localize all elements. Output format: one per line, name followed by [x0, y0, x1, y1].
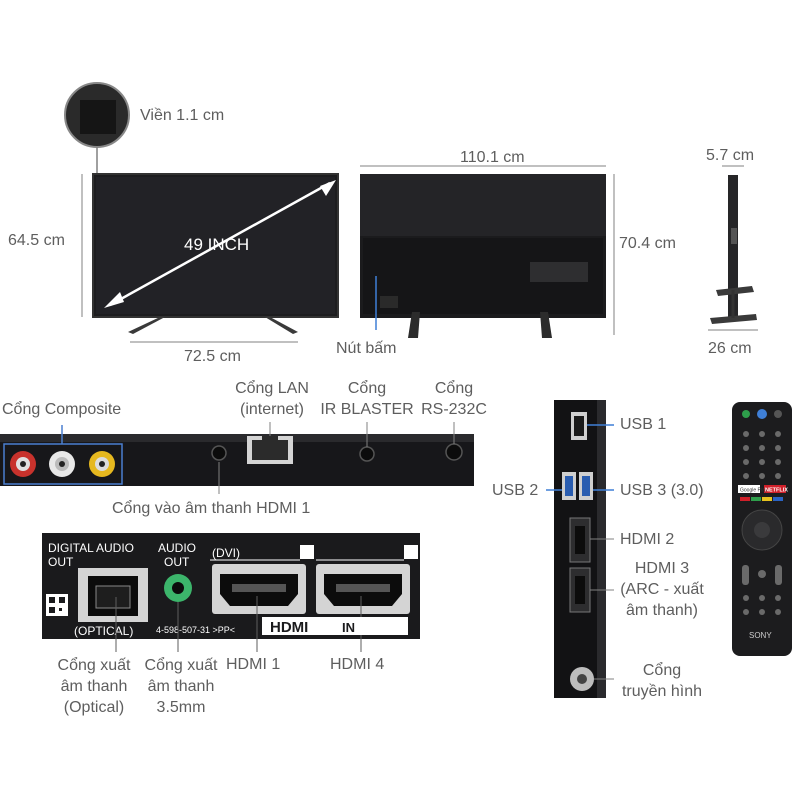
digital-out-print: OUT — [48, 555, 74, 569]
hdmi-logo-text: HDMI — [270, 619, 308, 636]
hdmi1-audio-in-jack — [211, 445, 227, 461]
hdmi1-label: HDMI 1 — [226, 656, 281, 673]
tv-front — [92, 173, 339, 334]
height-front-label: 64.5 cm — [8, 232, 65, 249]
rca-white-jack — [49, 451, 75, 477]
antenna-label: Cổng truyền hình — [621, 662, 703, 700]
svg-text:Google Play: Google Play — [740, 488, 768, 494]
optical-port — [78, 568, 148, 622]
audio-out-print: OUT — [164, 555, 190, 569]
audio-35-label: Cổng xuất âm thanh 3.5mm — [144, 657, 218, 716]
stand-width-label: 72.5 cm — [184, 348, 241, 365]
usb3-label: USB 3 (3.0) — [620, 482, 704, 499]
ir-label-2: IR BLASTER — [320, 401, 414, 418]
power-icon — [774, 410, 782, 418]
hdmi3-label: HDMI 3 (ARC - xuất âm thanh) — [620, 560, 704, 619]
hdmi1-audio-in-label: Cổng vào âm thanh HDMI 1 — [112, 500, 311, 517]
netflix-button — [764, 485, 786, 493]
rs232c-label-2: RS-232C — [421, 401, 487, 418]
antenna-port — [570, 667, 594, 691]
audio-out-jack — [164, 574, 192, 602]
screen-size-label: 49 INCH — [184, 235, 250, 254]
hdmi1-port — [212, 564, 306, 614]
hdmi4-port — [316, 564, 410, 614]
bezel-label: Viền 1.1 cm — [140, 107, 225, 124]
audio-print: AUDIO — [158, 541, 196, 555]
lan-port — [247, 436, 293, 464]
buttons-label: Nút bấm — [336, 340, 397, 357]
rear-port-strip — [0, 434, 474, 486]
lan-label-1: Cổng LAN — [235, 380, 309, 397]
width-label: 110.1 cm — [460, 149, 525, 166]
optical-label: Cổng xuất âm thanh (Optical) — [57, 657, 131, 716]
lan-label-2: (internet) — [239, 401, 305, 418]
google-play-button — [738, 485, 760, 493]
bezel-magnifier — [64, 82, 130, 173]
rs232c-label-1: Cổng — [434, 380, 474, 397]
tv-power-icon — [742, 410, 750, 418]
sony-logo: SONY — [749, 631, 772, 640]
rca-yellow-jack — [89, 451, 115, 477]
side-port-panel — [554, 400, 606, 698]
number-pad — [743, 431, 781, 479]
hdmi-logo-badge — [262, 617, 408, 635]
ir-label-1: Cổng — [347, 380, 387, 397]
usb2-label: USB 2 — [492, 482, 539, 499]
optical-print: (OPTICAL) — [74, 624, 133, 638]
height-back-label: 70.4 cm — [619, 235, 676, 252]
in-text: IN — [342, 620, 355, 635]
tv-back — [360, 174, 606, 338]
tv-side — [710, 175, 757, 324]
stand-depth-label: 26 cm — [708, 340, 752, 357]
depth-label: 5.7 cm — [706, 147, 755, 164]
mic-icon — [757, 409, 767, 419]
hdmi4-label: HDMI 4 — [330, 656, 385, 673]
composite-frame — [3, 443, 123, 485]
usb1-label: USB 1 — [620, 416, 667, 433]
remote-control: Google Play NETFLIX SONY — [732, 402, 792, 656]
hdmi2-port — [569, 517, 591, 563]
serial-print: 4-598-507-31 >PP< — [156, 625, 235, 635]
digital-audio-print: DIGITAL AUDIO — [48, 541, 134, 555]
svg-text:NETFLIX: NETFLIX — [765, 488, 788, 494]
composite-label: Cổng Composite — [2, 401, 122, 418]
dvi-print: (DVI) — [212, 546, 240, 560]
hdmi2-label: HDMI 2 — [620, 531, 675, 548]
rca-red-jack — [10, 451, 36, 477]
